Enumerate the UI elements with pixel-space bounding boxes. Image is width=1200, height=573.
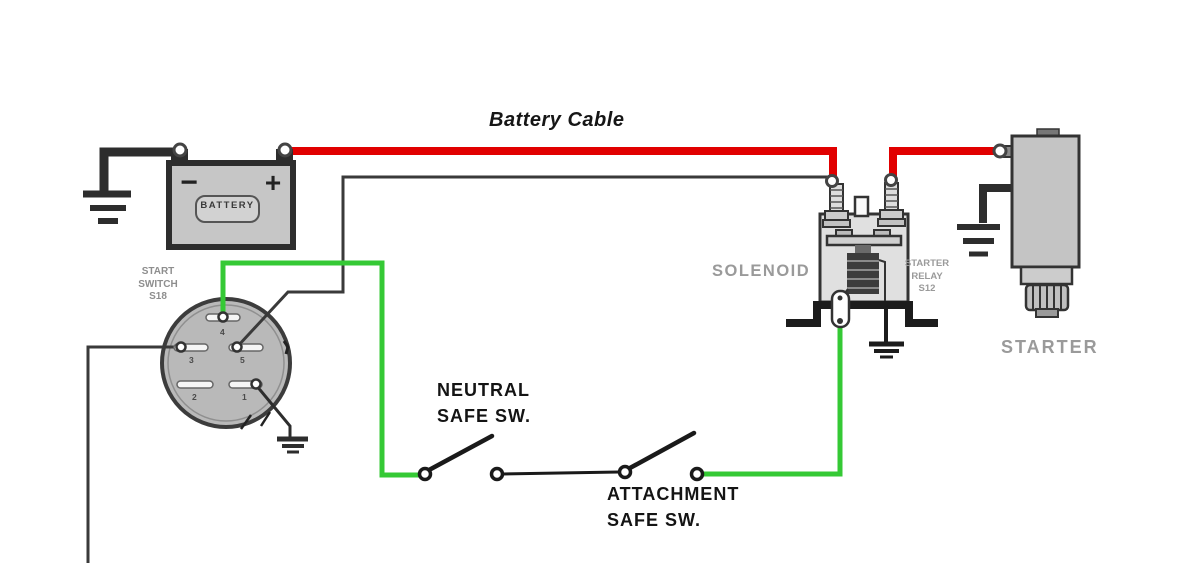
battery-ground-wire (83, 147, 182, 224)
accessory-wire (86, 345, 181, 563)
terminal-ring-3 (175, 341, 187, 353)
neutral-switch-contact-left (417, 466, 433, 482)
neutral-safe-switch (417, 433, 505, 482)
attachment-switch-blade (627, 430, 697, 471)
terminal-ring-4 (217, 311, 229, 323)
terminal-label-1: 1 (242, 392, 247, 402)
battery-nameplate (195, 195, 260, 223)
solenoid-ring-terminal-right (884, 173, 898, 187)
solenoid-stud-right (877, 182, 906, 227)
solenoid-stud-left (822, 183, 851, 228)
battery-minus-sign: − (180, 166, 198, 199)
safety-interconnect-wire (502, 470, 620, 476)
safety-wire-left (220, 260, 419, 478)
starter-ground-wire (957, 184, 1014, 257)
attachment-safe-switch-label: ATTACHMENT SAFE SW. (607, 484, 740, 530)
solenoid-plunger (830, 289, 851, 329)
attachment-safe-switch (617, 430, 705, 482)
solenoid-label: SOLENOID (712, 262, 811, 280)
battery: − + (166, 142, 296, 250)
safety-wire-right (703, 327, 843, 477)
solenoid-top-plate (825, 234, 903, 247)
solenoid-plunger-pin-top (837, 295, 843, 301)
starter-ring-terminal (992, 143, 1008, 159)
key-tick-mark-1 (239, 414, 253, 430)
solenoid-plunger-pin-bottom (837, 318, 843, 324)
battery-ring-terminal-positive (277, 142, 293, 158)
battery-label: BATTERY (200, 200, 255, 211)
solenoid-ring-terminal-left (825, 174, 839, 188)
neutral-safe-switch-label: NEUTRAL SAFE SW. (437, 380, 532, 426)
start-switch-label: START SWITCH S18 (138, 266, 178, 302)
start-switch-body (160, 297, 292, 429)
starter-relay-label: STARTER RELAY S12 (904, 258, 950, 294)
solenoid-coil-stem (855, 245, 871, 255)
battery-plus-sign: + (265, 167, 281, 198)
solenoid (786, 173, 938, 359)
starter-pinion-gear (1024, 283, 1070, 318)
starter-label: STARTER (1001, 337, 1099, 357)
key-tick-mark-2 (259, 411, 272, 427)
terminal-slot-2 (176, 380, 214, 389)
battery-ring-terminal-negative (172, 142, 188, 158)
starter-body (1010, 134, 1081, 269)
solenoid-coil-lead-right (878, 259, 886, 302)
terminal-ring-5 (231, 341, 243, 353)
attachment-switch-contact-right (689, 466, 705, 482)
start-switch-ground-wire (254, 384, 308, 454)
rim-notch (282, 340, 290, 355)
battery-cable-positive (289, 147, 837, 177)
solenoid-bracket (786, 301, 938, 327)
attachment-switch-contact-left (617, 464, 633, 480)
neutral-switch-blade (426, 433, 495, 473)
start-switch-inner-ring (167, 304, 285, 422)
safety-circuit-wire (220, 260, 843, 478)
terminal-label-3: 3 (189, 355, 194, 365)
starter (957, 128, 1081, 318)
solenoid-ground (869, 309, 904, 359)
solenoid-top-tab (853, 195, 870, 218)
terminal-label-2: 2 (192, 392, 197, 402)
starter-nose (1019, 265, 1074, 286)
terminal-label-4: 4 (220, 327, 225, 337)
solenoid-coil-stripes (847, 260, 879, 289)
terminal-label-5: 5 (240, 355, 245, 365)
start-switch-housing (160, 297, 292, 429)
start-switch-terminals (173, 311, 290, 430)
battery-cable-to-starter (889, 147, 997, 178)
neutral-switch-contact-right (489, 466, 505, 482)
terminal-ring-1 (250, 378, 262, 390)
battery-cable-label: Battery Cable (489, 109, 625, 131)
